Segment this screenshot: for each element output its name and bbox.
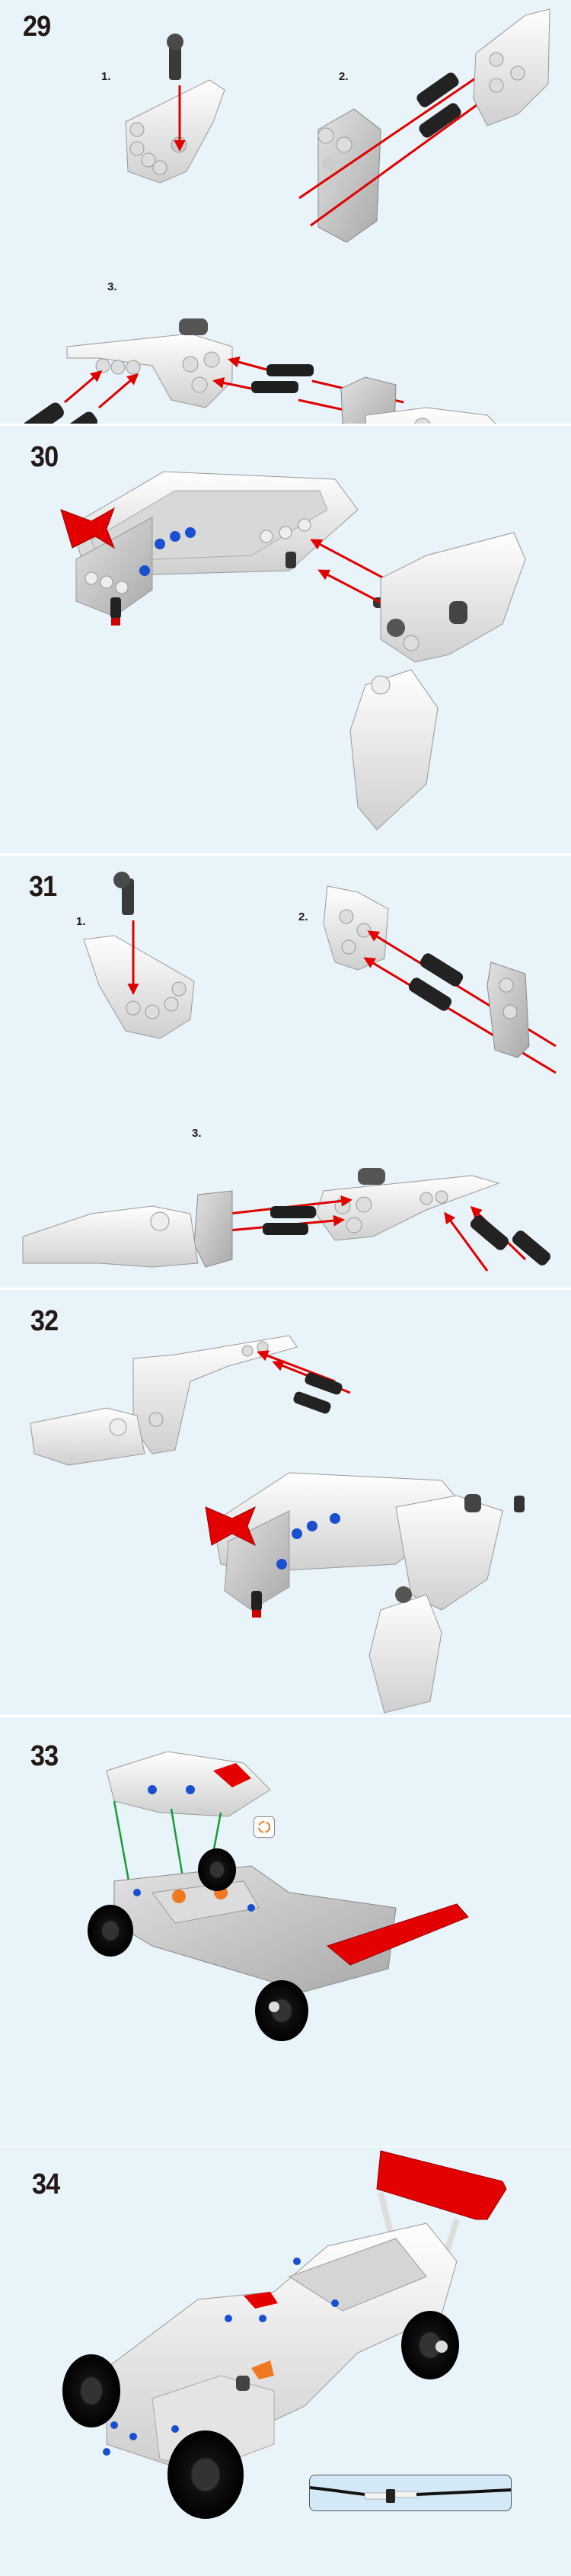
arrow <box>228 356 267 371</box>
wing-assembly-piece <box>30 1335 298 1466</box>
rotate-view-icon <box>254 1816 275 1838</box>
step-30-illustration <box>60 471 526 830</box>
step-number: 29 <box>23 11 51 43</box>
substep-label: 3. <box>107 280 117 293</box>
black-pin <box>23 402 97 424</box>
substep-label: 2. <box>339 70 349 83</box>
arrow <box>257 1350 336 1383</box>
arrow <box>363 957 557 1074</box>
wing-assembly-piece <box>22 1190 233 1268</box>
cable-icon <box>310 2486 511 2503</box>
step-number: 34 <box>32 2168 60 2200</box>
red-pin <box>251 1591 262 1618</box>
step-34-panel: 34 <box>0 2147 571 2576</box>
black-pin <box>293 1372 343 1414</box>
connector-piece <box>167 34 183 80</box>
step-33-panel: 33 <box>0 1717 571 2146</box>
angled-beam-piece <box>473 8 550 126</box>
substep-label: 1. <box>76 915 86 928</box>
panel-piece <box>125 79 225 184</box>
step-29-illustration <box>23 8 550 424</box>
wheel <box>88 1848 308 2041</box>
arrow <box>64 370 103 404</box>
step-32-illustration <box>30 1335 525 1714</box>
step-number: 30 <box>30 441 59 473</box>
arrow <box>212 377 252 390</box>
arrow <box>298 61 501 200</box>
wing-panel-piece <box>66 318 233 408</box>
step-number: 31 <box>29 871 57 903</box>
beam-assembly <box>72 471 359 617</box>
step-29-panel: 29 1. 2. 3. <box>0 0 571 424</box>
wheel <box>62 2311 459 2519</box>
red-connector-piece <box>205 1506 256 1547</box>
beam-piece <box>317 108 381 243</box>
panel-piece <box>83 935 195 1039</box>
arrow <box>98 373 139 409</box>
connector-piece <box>113 872 134 915</box>
step-number: 33 <box>30 1740 59 1772</box>
upper-body-assembly <box>106 1751 271 1817</box>
black-pin <box>470 1215 551 1266</box>
step-number: 32 <box>30 1305 59 1337</box>
arrow <box>310 88 501 227</box>
cable-connection-callout <box>309 2475 512 2511</box>
step-32-panel: 32 <box>0 1290 571 1715</box>
wing-panel-piece <box>315 1168 500 1241</box>
chassis <box>113 1865 469 1992</box>
black-connector <box>251 364 314 393</box>
step-33-illustration <box>88 1751 469 2041</box>
black-connector <box>263 1206 316 1235</box>
step-34-illustration <box>62 2150 507 2519</box>
beam-assembly <box>212 1472 503 1714</box>
step-31-illustration <box>22 872 557 1272</box>
black-pin <box>514 1496 525 1512</box>
black-pin <box>408 953 464 1011</box>
angled-beam-piece <box>323 885 389 971</box>
substep-label: 2. <box>298 910 308 923</box>
red-pin <box>110 597 121 626</box>
arrow <box>444 1211 489 1272</box>
wing-piece <box>349 532 526 830</box>
step-30-panel: 30 <box>0 426 571 853</box>
beam-piece <box>486 962 530 1058</box>
blue-pins <box>103 2258 339 2456</box>
substep-label: 1. <box>101 70 111 83</box>
red-connector-piece <box>60 507 116 549</box>
substep-label: 3. <box>192 1127 202 1140</box>
wing-assembly-piece <box>340 376 496 424</box>
black-pin <box>416 72 461 138</box>
step-31-panel: 31 1. 2. 3. <box>0 856 571 1288</box>
